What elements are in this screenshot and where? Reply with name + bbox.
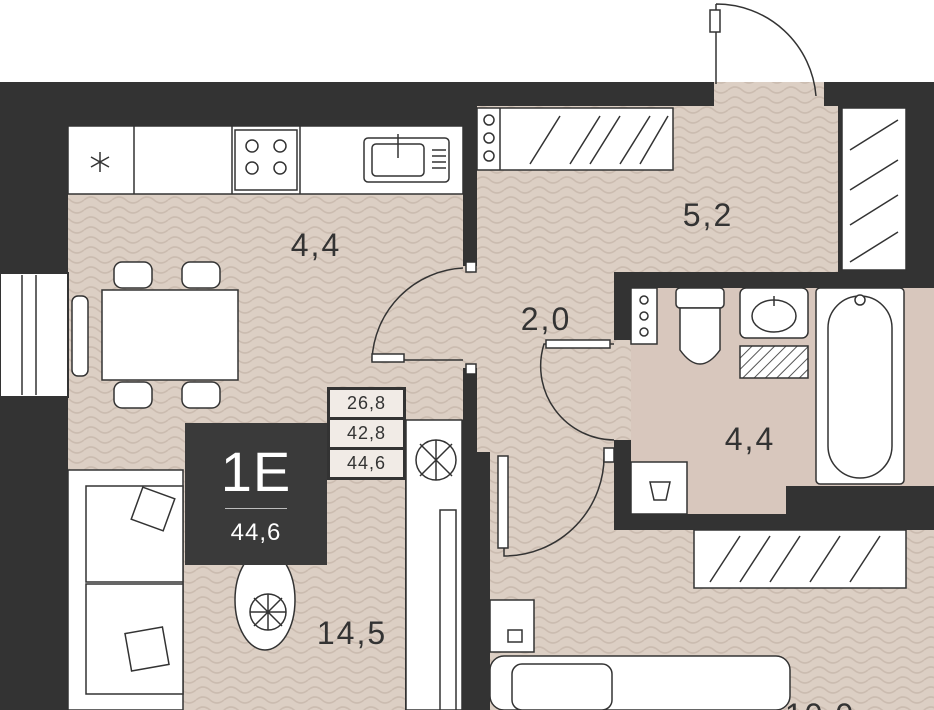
- apartment-type: 1E: [220, 440, 292, 503]
- dining-table: [71, 261, 239, 409]
- sink-icon: [739, 287, 809, 339]
- sink-icon: [363, 134, 450, 183]
- area-summary-full: 44,6: [327, 447, 406, 480]
- loggia-shelves: [476, 107, 907, 271]
- kitchen-counter: [67, 125, 464, 195]
- room-area-living: 14,5: [317, 615, 387, 651]
- door-icon: [539, 339, 615, 441]
- area-summary: 26,8 42,8 44,6: [327, 387, 406, 480]
- apartment-badge: 1E 44,6: [185, 423, 327, 565]
- toilet-icon: [675, 287, 725, 365]
- bedroom-furniture: [489, 529, 907, 710]
- radiator-icon: [71, 295, 89, 377]
- room-labels: 4,4 5,2 2,0 4,4 14,5 10,0: [291, 197, 855, 710]
- apartment-total-area: 44,6: [230, 519, 282, 546]
- fridge-icon: [90, 152, 110, 172]
- bathroom-fixtures: [630, 287, 905, 515]
- bathtub-icon: [815, 287, 905, 485]
- door-icon: [371, 267, 464, 363]
- left-window: [0, 272, 69, 398]
- living-furniture: [67, 419, 463, 710]
- washer-icon: [630, 461, 688, 515]
- area-summary-total: 42,8: [327, 417, 406, 450]
- room-area-kitchen: 4,4: [291, 227, 341, 263]
- badge-divider: [225, 508, 287, 509]
- stove-icon: [234, 129, 298, 191]
- plant-icon: [249, 593, 287, 631]
- balcony-door: [709, 3, 824, 106]
- room-area-bathroom: 4,4: [725, 421, 775, 457]
- room-area-hall: 2,0: [521, 301, 571, 337]
- plant-icon: [415, 439, 457, 481]
- room-area-loggia: 5,2: [683, 197, 733, 233]
- area-summary-living: 26,8: [327, 387, 406, 420]
- doors: [371, 261, 615, 557]
- room-area-bedroom: 10,0: [785, 697, 855, 710]
- door-icon: [497, 451, 605, 557]
